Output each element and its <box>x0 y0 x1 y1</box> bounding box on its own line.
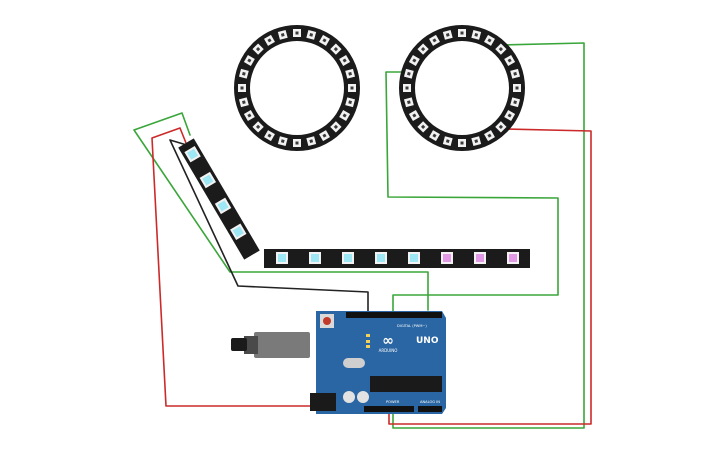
ring-left-pixel-die <box>309 33 314 37</box>
power-jack[interactable] <box>310 393 336 411</box>
ring-left-pixel-die <box>295 141 299 145</box>
neopixel-ring-left[interactable] <box>234 25 360 151</box>
crystal <box>343 358 365 368</box>
usb-plug <box>244 336 258 354</box>
ring-left-pixel-die <box>322 133 327 138</box>
ring-left-pixel-die <box>322 38 327 43</box>
led-l <box>366 334 370 337</box>
ring-right-pixel-die <box>487 133 492 138</box>
wire-black-strip-to-gnd[interactable] <box>169 139 369 313</box>
ring-right-pixel-die <box>405 86 409 90</box>
digital-label: DIGITAL (PWM~) <box>397 324 427 328</box>
ring-right-pixel-die <box>412 58 417 63</box>
ring-right-pixel-die <box>432 133 437 138</box>
led-rx <box>366 345 370 348</box>
diagonal-led <box>187 148 199 160</box>
ring-left-pixel-die <box>280 139 285 143</box>
ring-right-pixel-die <box>445 33 450 37</box>
led-tx <box>366 340 370 343</box>
usb-connector <box>254 332 310 358</box>
ring-right-pixel-die <box>460 31 464 35</box>
ring-right-pixel-die <box>513 71 517 76</box>
ring-right-pixel-die <box>460 141 464 145</box>
diagonal-led <box>232 226 244 238</box>
strip-horizontal-body <box>264 249 530 268</box>
wire-green-ring-data[interactable] <box>385 71 559 313</box>
ring-left-pixel-die <box>242 71 246 76</box>
ring-left-pixel-die <box>342 113 347 118</box>
ring-right-pixel-die <box>445 139 450 143</box>
ring-right-pixel-die <box>432 38 437 43</box>
horizontal-led-cyan <box>311 254 319 262</box>
ring-right-pixel-die <box>407 71 411 76</box>
diagonal-led <box>202 174 214 186</box>
analog-header[interactable] <box>418 406 442 412</box>
ring-left-pixel-die <box>309 139 314 143</box>
ring-right-pixel-die <box>515 86 519 90</box>
led-strip-diagonal[interactable] <box>178 138 260 260</box>
ring-left-pixel-die <box>350 86 354 90</box>
analog-label: ANALOG IN <box>420 400 440 404</box>
ring-left-pixel-die <box>342 58 347 63</box>
arduino-logo-mark: ∞ <box>382 333 394 349</box>
wire-red-ring-power[interactable] <box>388 128 592 425</box>
horizontal-led-cyan <box>377 254 385 262</box>
wire-green-strip-to-arduino[interactable] <box>133 112 429 311</box>
ring-right-pixel-die <box>507 58 512 63</box>
ring-left-pixel-die <box>247 58 252 63</box>
reset-button-cap[interactable] <box>323 317 331 325</box>
usb-cable-end <box>231 338 247 351</box>
horizontal-led-magenta <box>509 254 517 262</box>
ring-left-pixel-die <box>348 100 352 105</box>
ring-left-pixel-die <box>267 133 272 138</box>
power-header[interactable] <box>364 406 414 412</box>
capacitor-2 <box>357 391 369 403</box>
ring-right-pixel-die <box>407 100 411 105</box>
ring-left-pixel-die <box>267 38 272 43</box>
horizontal-led-magenta <box>443 254 451 262</box>
wire-green-ring-right[interactable] <box>392 42 585 429</box>
ring-right-pixel-die <box>507 113 512 118</box>
led-strip-horizontal[interactable] <box>264 249 530 268</box>
ring-left-pixel-die <box>242 100 246 105</box>
ring-right-pixel-die <box>474 33 479 37</box>
ring-left-pixel-die <box>247 113 252 118</box>
ring-left-pixel-die <box>280 33 285 37</box>
neopixel-ring-right[interactable] <box>399 25 525 151</box>
horizontal-led-cyan <box>344 254 352 262</box>
horizontal-led-cyan <box>410 254 418 262</box>
capacitor-1 <box>343 391 355 403</box>
ring-right-pixel-die <box>412 113 417 118</box>
horizontal-led-magenta <box>476 254 484 262</box>
digital-header[interactable] <box>346 312 442 318</box>
power-label: POWER <box>386 400 400 404</box>
diagonal-led <box>217 200 229 212</box>
wires <box>133 42 592 429</box>
atmega-chip <box>370 376 442 392</box>
ring-right-pixel-die <box>487 38 492 43</box>
arduino-uno-board[interactable]: ∞ UNO ARDUINO DIGITAL (PWM~) POWER ANALO… <box>231 311 446 414</box>
board-name: UNO <box>416 336 439 346</box>
wire-red-strip-to-power[interactable] <box>151 127 375 407</box>
ring-left-pixel-die <box>348 71 352 76</box>
ring-right-pixel-die <box>474 139 479 143</box>
ring-left-pixel-die <box>240 86 244 90</box>
board-brand: ARDUINO <box>379 348 398 353</box>
horizontal-led-cyan <box>278 254 286 262</box>
ring-right-pixel-die <box>513 100 517 105</box>
ring-left-pixel-die <box>295 31 299 35</box>
